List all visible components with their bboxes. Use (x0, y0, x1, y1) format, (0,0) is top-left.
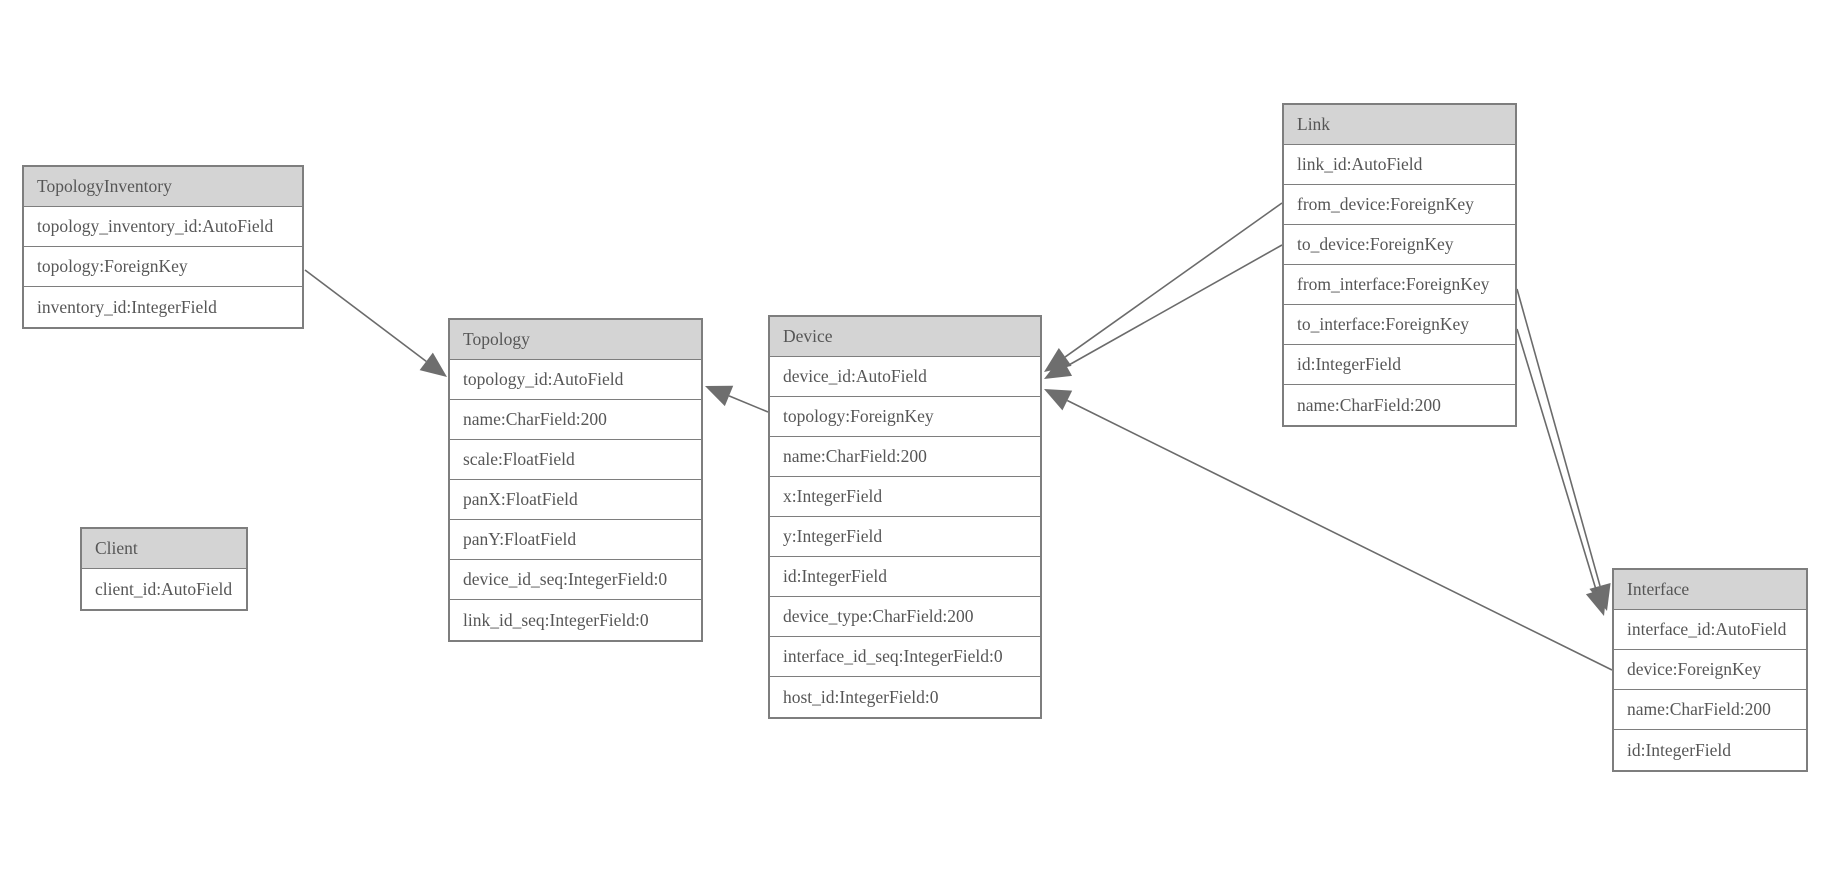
entity-title: Topology (450, 320, 701, 360)
entity-field-row: host_id:IntegerField:0 (770, 677, 1040, 717)
entity-title: TopologyInventory (24, 167, 302, 207)
edge-line-device-topology-fk (728, 395, 769, 413)
entity-field-row: panX:FloatField (450, 480, 701, 520)
edge-arrowhead-interface-device-fk (1044, 389, 1073, 411)
entity-field-row: device_type:CharField:200 (770, 597, 1040, 637)
entity-field-row: id:IntegerField (770, 557, 1040, 597)
edge-line-link-to-device-fk (1066, 244, 1283, 367)
edge-line-link-from-device-fk (1064, 202, 1283, 358)
entity-field-row: scale:FloatField (450, 440, 701, 480)
entity-title: Device (770, 317, 1040, 357)
entity-field-row: from_device:ForeignKey (1284, 185, 1515, 225)
edge-arrowhead-device-topology-fk (705, 385, 734, 407)
entity-field-row: name:CharField:200 (450, 400, 701, 440)
entity-field-row: interface_id_seq:IntegerField:0 (770, 637, 1040, 677)
entity-field-row: topology_id:AutoField (450, 360, 701, 400)
entity-field-row: interface_id:AutoField (1614, 610, 1806, 650)
entity-field-row: topology_inventory_id:AutoField (24, 207, 302, 247)
entity-field-row: y:IntegerField (770, 517, 1040, 557)
entity-field-row: client_id:AutoField (82, 569, 246, 609)
entity-field-row: device_id_seq:IntegerField:0 (450, 560, 701, 600)
edge-arrowhead-topologyinventory-topology-fk (419, 352, 447, 377)
edge-line-interface-device-fk (1066, 399, 1613, 671)
edge-line-topologyinventory-topology-fk (304, 269, 427, 362)
edge-arrowhead-link-to-interface-fk (1585, 587, 1607, 616)
entity-field-row: id:IntegerField (1284, 345, 1515, 385)
entity-title: Client (82, 529, 246, 569)
entity-title: Link (1284, 105, 1515, 145)
entity-field-row: link_id_seq:IntegerField:0 (450, 600, 701, 640)
edge-line-link-from-interface-fk (1516, 288, 1601, 587)
entity-field-row: name:CharField:200 (1614, 690, 1806, 730)
entity-field-row: x:IntegerField (770, 477, 1040, 517)
entity-field-row: panY:FloatField (450, 520, 701, 560)
entity-title: Interface (1614, 570, 1806, 610)
edge-arrowhead-link-to-device-fk (1044, 356, 1073, 379)
entity-field-row: topology:ForeignKey (24, 247, 302, 287)
entity-field-row: id:IntegerField (1614, 730, 1806, 770)
entity-field-row: link_id:AutoField (1284, 145, 1515, 185)
edge-line-link-to-interface-fk (1516, 328, 1598, 592)
entity-field-row: topology:ForeignKey (770, 397, 1040, 437)
entity-field-row: to_device:ForeignKey (1284, 225, 1515, 265)
entity-field-row: inventory_id:IntegerField (24, 287, 302, 327)
entity-field-row: from_interface:ForeignKey (1284, 265, 1515, 305)
entity-field-row: to_interface:ForeignKey (1284, 305, 1515, 345)
entity-field-row: device_id:AutoField (770, 357, 1040, 397)
entity-field-row: device:ForeignKey (1614, 650, 1806, 690)
entity-field-row: name:CharField:200 (1284, 385, 1515, 425)
entity-field-row: name:CharField:200 (770, 437, 1040, 477)
